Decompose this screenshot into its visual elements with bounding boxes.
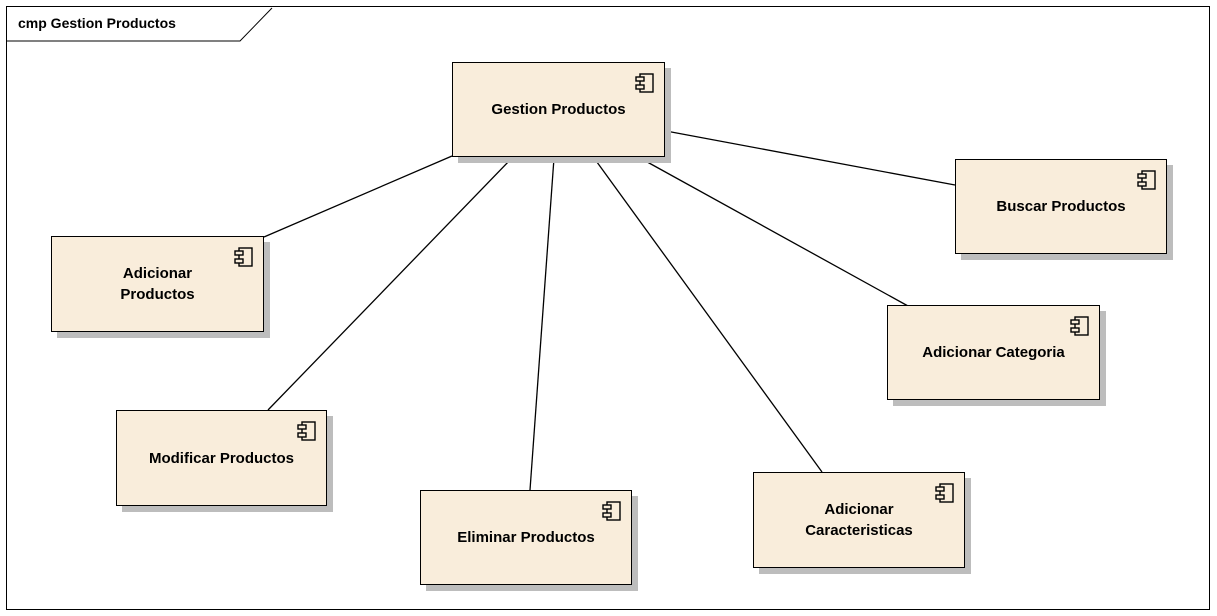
connector-gestion-adicionar-categoria (639, 157, 909, 307)
component-icon (234, 247, 253, 267)
component-adicionar-caracteristicas[interactable]: Adicionar Caracteristicas (753, 472, 965, 568)
component-icon (602, 501, 621, 521)
diagram-title: cmp Gestion Productos (18, 15, 176, 31)
component-gestion-productos[interactable]: Gestion Productos (452, 62, 665, 157)
component-label: Adicionar Productos (120, 265, 195, 303)
component-adicionar-productos[interactable]: Adicionar Productos (51, 236, 264, 332)
component-icon (635, 73, 654, 93)
component-buscar-productos[interactable]: Buscar Productos (955, 159, 1167, 254)
diagram-border (6, 6, 1210, 610)
frame-title-tab (6, 7, 273, 42)
connector-gestion-caracteristicas (593, 157, 823, 473)
connector-gestion-buscar (665, 130, 956, 186)
component-label: Eliminar Productos (457, 529, 595, 546)
connector-gestion-adicionar-productos (263, 155, 453, 238)
connector-gestion-eliminar (529, 157, 555, 491)
component-eliminar-productos[interactable]: Eliminar Productos (420, 490, 632, 585)
component-label: Gestion Productos (491, 101, 626, 118)
component-icon (935, 483, 954, 503)
component-modificar-productos[interactable]: Modificar Productos (116, 410, 327, 506)
connector-gestion-modificar (267, 157, 513, 411)
component-adicionar-categoria[interactable]: Adicionar Categoria (887, 305, 1100, 400)
component-label: Adicionar Categoria (922, 344, 1065, 361)
component-label: Modificar Productos (148, 449, 294, 467)
component-icon (297, 421, 316, 441)
component-label: Adicionar Caracteristicas (805, 501, 913, 539)
component-icon (1070, 316, 1089, 336)
component-icon (1137, 170, 1156, 190)
component-label: Buscar Productos (996, 198, 1126, 215)
